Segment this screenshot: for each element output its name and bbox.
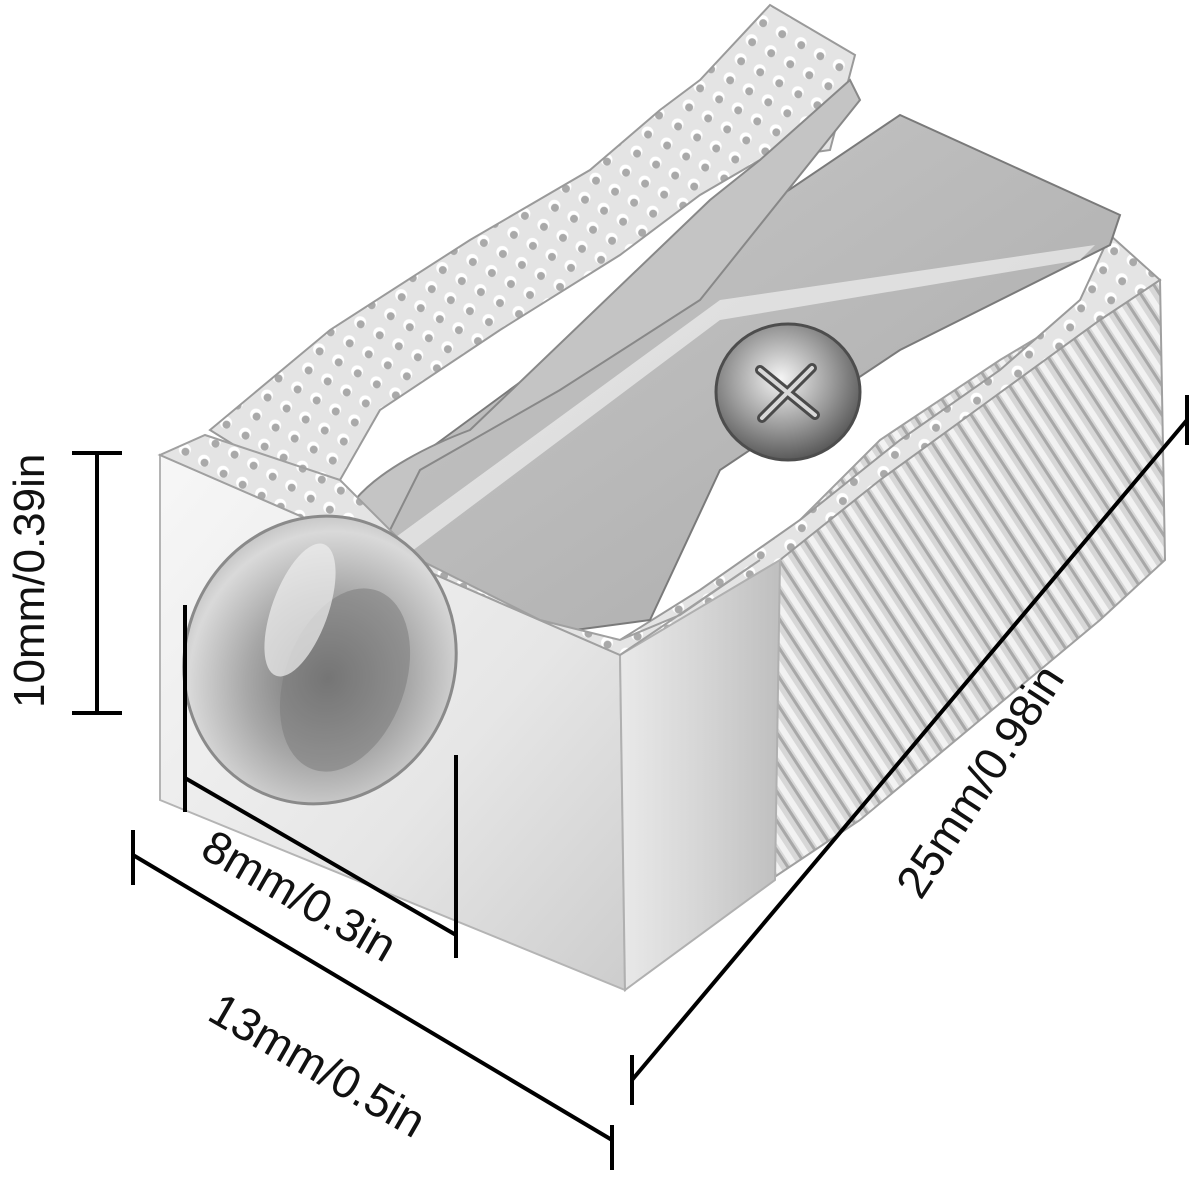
top-knurled-ridge — [208, 3, 857, 482]
pencil-slot — [353, 78, 862, 563]
width-dimension-line — [131, 853, 614, 1142]
hole-dimension-line — [183, 776, 458, 937]
height-dimension-label: 10mm/0.39in — [5, 453, 54, 708]
lower-side-face — [618, 558, 782, 992]
length-dimension-line — [630, 418, 1189, 1082]
pencil-hole-shine — [264, 543, 336, 677]
blade-edge-highlight — [385, 245, 1095, 560]
screw-icon — [714, 322, 862, 462]
dimension-lines — [72, 395, 1189, 1170]
